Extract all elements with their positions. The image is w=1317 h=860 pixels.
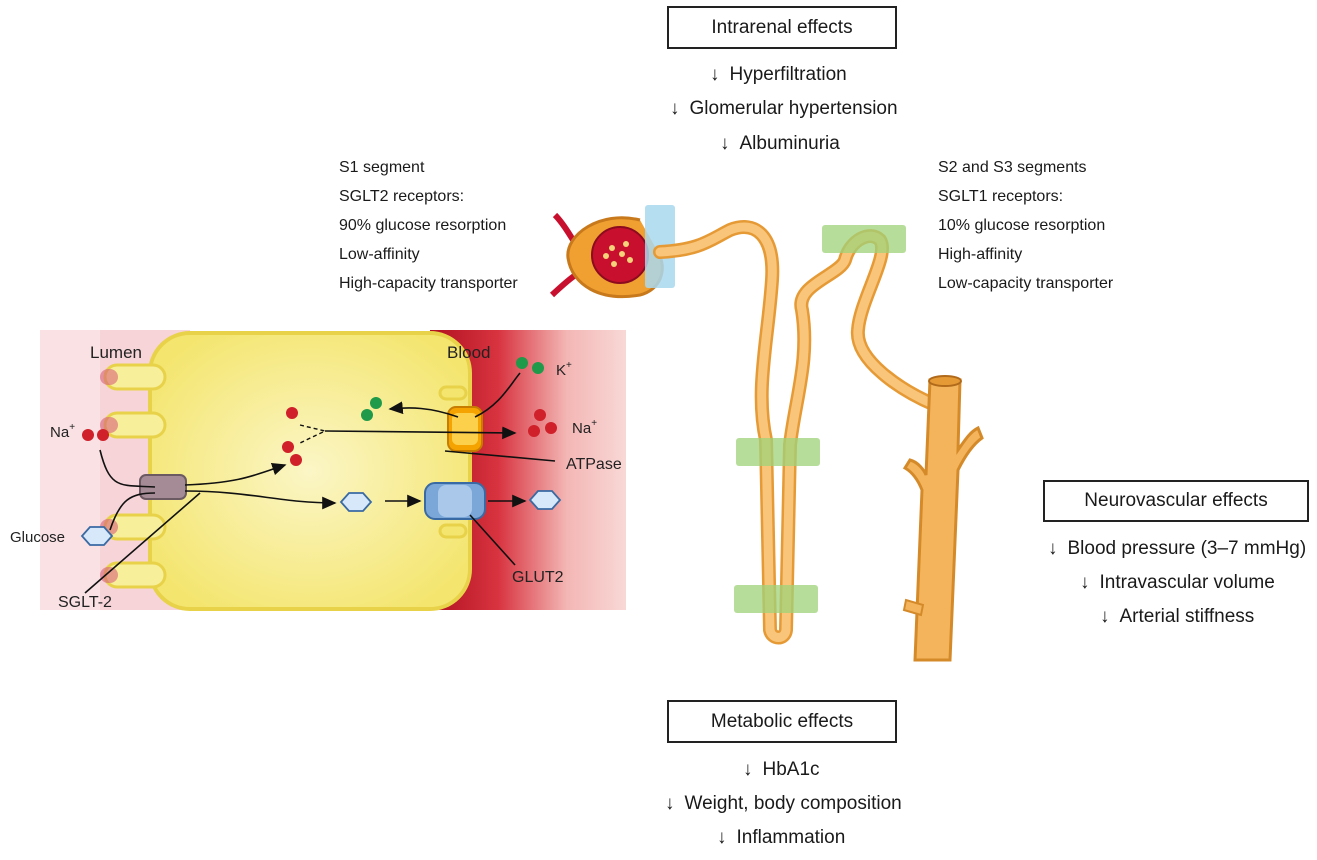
label-lumen: Lumen — [90, 343, 142, 362]
potassium-ions — [361, 357, 544, 421]
cell-body — [148, 331, 472, 611]
neuro-effect-3: ↓Arterial stiffness — [1100, 606, 1255, 627]
label-glut2: GLUT2 — [512, 569, 564, 586]
s3-segment-highlight — [736, 438, 820, 466]
neuro-effect-2: ↓Intravascular volume — [1080, 572, 1275, 593]
glut2-transporter — [424, 482, 486, 520]
nephron-diagram — [549, 205, 984, 662]
proximal-tubule-cell-diagram: Lumen Blood Na+ K+ Na+ ATPase Glucose SG… — [10, 330, 626, 611]
glucose-molecules — [80, 490, 562, 546]
neuro-effect-1: ↓Blood pressure (3–7 mmHg) — [1048, 538, 1307, 559]
sodium-ions — [82, 407, 557, 466]
tubule — [653, 220, 947, 645]
label-atpase: ATPase — [566, 456, 622, 473]
label-blood: Blood — [447, 343, 490, 362]
metabolic-effect-2: ↓Weight, body composition — [665, 793, 902, 814]
s2-segment-highlight — [822, 225, 906, 253]
intrarenal-effects-title: Intrarenal effects — [667, 6, 897, 49]
metabolic-effects-title: Metabolic effects — [667, 700, 897, 743]
collecting-duct — [902, 378, 984, 662]
label-k: K+ — [556, 360, 572, 379]
metabolic-effect-3: ↓Inflammation — [717, 827, 846, 848]
loop-segment-highlight — [734, 585, 818, 613]
intrarenal-effect-2: ↓Glomerular hypertension — [670, 98, 898, 119]
intrarenal-effect-3: ↓Albuminuria — [720, 133, 840, 154]
metabolic-effect-1: ↓HbA1c — [743, 759, 820, 780]
intrarenal-effect-1: ↓Hyperfiltration — [710, 64, 847, 85]
s2-s3-segment-description: S2 and S3 segments SGLT1 receptors: 10% … — [938, 159, 1114, 292]
s1-segment-description: S1 segment SGLT2 receptors: 90% glucose … — [339, 159, 518, 292]
neurovascular-effects-title: Neurovascular effects — [1043, 480, 1309, 522]
atpase-pump — [447, 406, 483, 452]
label-sglt2: SGLT-2 — [58, 594, 112, 611]
label-na-right: Na+ — [572, 418, 597, 437]
label-glucose: Glucose — [10, 529, 65, 546]
label-na-left: Na+ — [50, 422, 75, 441]
